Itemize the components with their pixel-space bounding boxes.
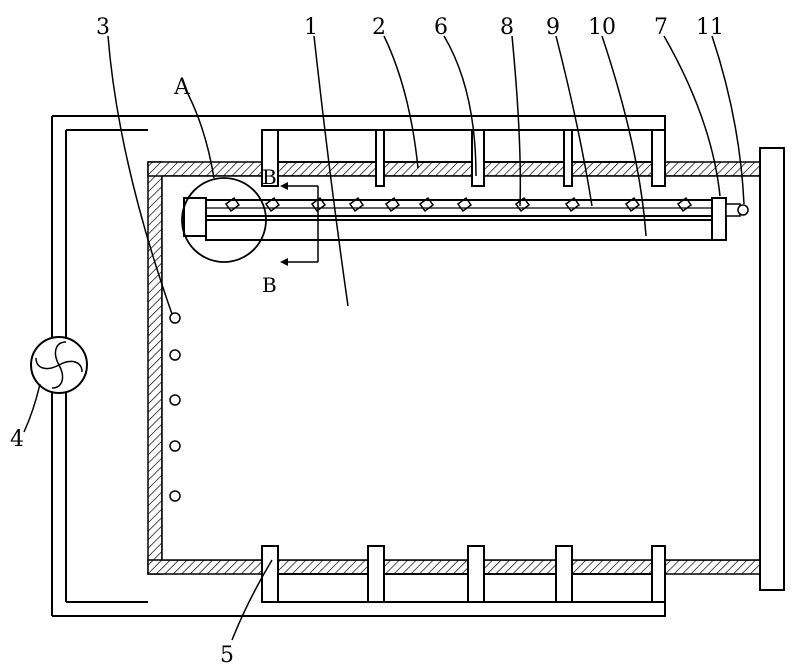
label-11: 11	[696, 15, 724, 40]
rail-assembly	[184, 198, 748, 240]
label-8: 8	[500, 15, 514, 40]
label-1: 1	[304, 15, 318, 40]
label-4: 4	[10, 427, 24, 452]
label-10: 10	[588, 15, 616, 40]
right-door	[760, 148, 784, 590]
label-7: 7	[654, 15, 668, 40]
label-9: 9	[546, 15, 560, 40]
label-B-bottom: B	[262, 273, 277, 297]
label-5: 5	[220, 643, 234, 668]
label-B-top: B	[262, 165, 277, 189]
label-3: 3	[96, 15, 110, 40]
label-A: A	[173, 75, 191, 100]
label-6: 6	[434, 15, 448, 40]
label-2: 2	[372, 15, 386, 40]
